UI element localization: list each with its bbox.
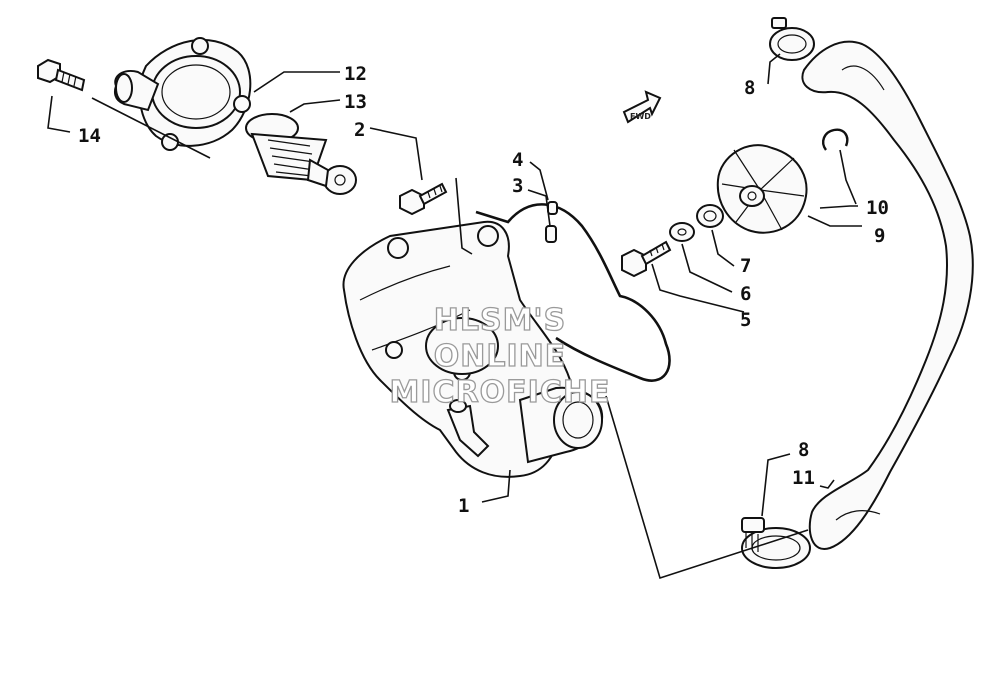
watermark: HLSM'S ONLINE MICROFICHE — [389, 302, 611, 410]
part-8-hose-clamp-upper — [769, 17, 815, 61]
callout-14: 14 — [78, 125, 101, 147]
callout-8-upper: 8 — [744, 77, 755, 99]
callout-12: 12 — [344, 63, 367, 85]
callout-9: 9 — [874, 225, 885, 247]
part-1-water-pump-housing — [342, 220, 604, 478]
part-4-dowel-pin — [547, 201, 558, 215]
part-12-thermostat-housing — [114, 37, 252, 151]
part-11-hose — [801, 40, 974, 550]
part-14-bolt — [37, 58, 86, 92]
part-10-circlip — [822, 128, 849, 151]
part-3-dowel-pin — [545, 225, 557, 243]
watermark-line-2: ONLINE — [434, 339, 567, 374]
callout-11: 11 — [792, 467, 815, 489]
callout-5: 5 — [740, 309, 751, 331]
gasket-o-ring — [475, 203, 671, 382]
leader-lines — [47, 53, 862, 580]
callout-13: 13 — [344, 91, 367, 113]
callout-4: 4 — [512, 149, 523, 171]
part-7-seal — [696, 204, 724, 228]
part-8-hose-clamp-lower — [741, 517, 811, 569]
part-2-bolt — [399, 182, 448, 216]
part-6-washer — [669, 222, 695, 242]
part-5-bolt — [621, 240, 672, 278]
watermark-line-3: MICROFICHE — [390, 375, 611, 410]
callout-2: 2 — [354, 119, 365, 141]
callout-8-lower: 8 — [798, 439, 809, 461]
part-13-thermostat — [245, 113, 357, 195]
callout-3: 3 — [512, 175, 523, 197]
fwd-arrow-icon: FWD — [622, 90, 662, 124]
part-9-impeller — [716, 144, 808, 234]
callout-7: 7 — [740, 255, 751, 277]
callout-labels: 12 13 2 14 4 3 1 8 10 9 7 6 5 8 11 — [78, 63, 889, 517]
callout-10: 10 — [866, 197, 889, 219]
watermark-line-1: HLSM'S — [434, 303, 566, 338]
callout-1: 1 — [458, 495, 469, 517]
fwd-label: FWD — [630, 112, 651, 121]
callout-6: 6 — [740, 283, 751, 305]
